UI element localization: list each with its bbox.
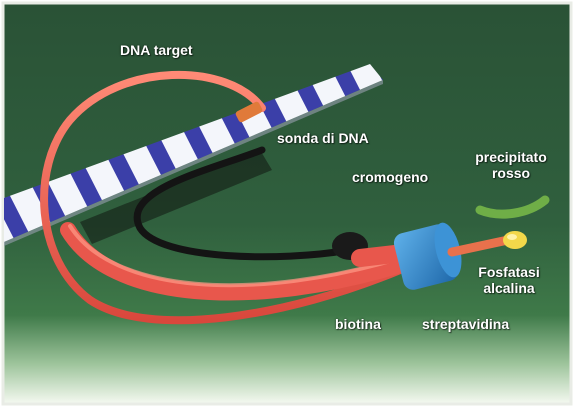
label-dna-target: DNA target: [120, 42, 193, 58]
label-cromogeno: cromogeno: [352, 169, 428, 185]
label-biotina: biotina: [335, 316, 381, 332]
label-fosfatasi-alcalina: Fosfatasi alcalina: [468, 264, 550, 296]
phosphatase-tip: [503, 231, 527, 249]
label-sonda-di-dna: sonda di DNA: [277, 130, 369, 146]
label-streptavidina: streptavidina: [422, 316, 509, 332]
label-precipitato-rosso: precipitato rosso: [474, 149, 548, 181]
phosphatase-tip-highlight: [507, 234, 517, 240]
